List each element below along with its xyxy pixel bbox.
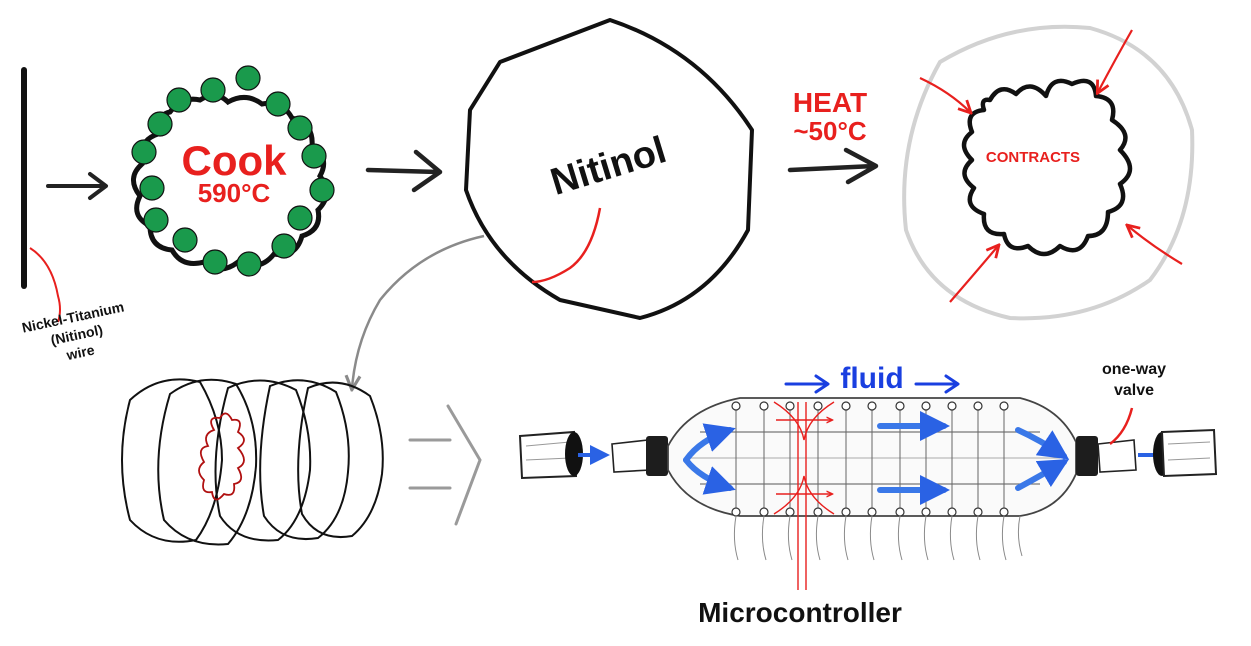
- cook-label: Cook: [182, 137, 288, 184]
- implies-symbol: [408, 404, 482, 526]
- arrow-wire-to-cook: [46, 172, 108, 200]
- contracts-label: CONTRACTS: [986, 149, 1080, 166]
- arrow-cook-to-nitinol: [365, 149, 443, 193]
- valve-label-line1: one-way: [1102, 361, 1166, 378]
- fluid-label: fluid: [840, 362, 903, 395]
- arrow-heat: [787, 147, 879, 185]
- pump-device: [518, 397, 1218, 590]
- heat-temp-label: ~50°C: [793, 116, 867, 146]
- nitinol-ring: [464, 18, 754, 320]
- valve-label-line2: valve: [1114, 382, 1154, 399]
- microcontroller-label: Microcontroller: [698, 597, 902, 628]
- fluid-arrows: [784, 374, 960, 394]
- contracted-ring: [902, 24, 1195, 321]
- cook-temp-label: 590°C: [198, 178, 271, 208]
- wire-label: Nickel-Titanium (Nitinol) wire: [20, 298, 125, 364]
- nitinol-wire: [21, 67, 61, 323]
- nitinol-label: Nitinol: [546, 129, 671, 204]
- cook-pegs-mold: [131, 65, 335, 277]
- heat-label: HEAT: [793, 87, 867, 118]
- wire-label-line3: wire: [64, 342, 96, 364]
- stacked-rings: [121, 378, 384, 546]
- arrow-ring-to-stack: [352, 234, 485, 388]
- green-pegs: [131, 65, 335, 277]
